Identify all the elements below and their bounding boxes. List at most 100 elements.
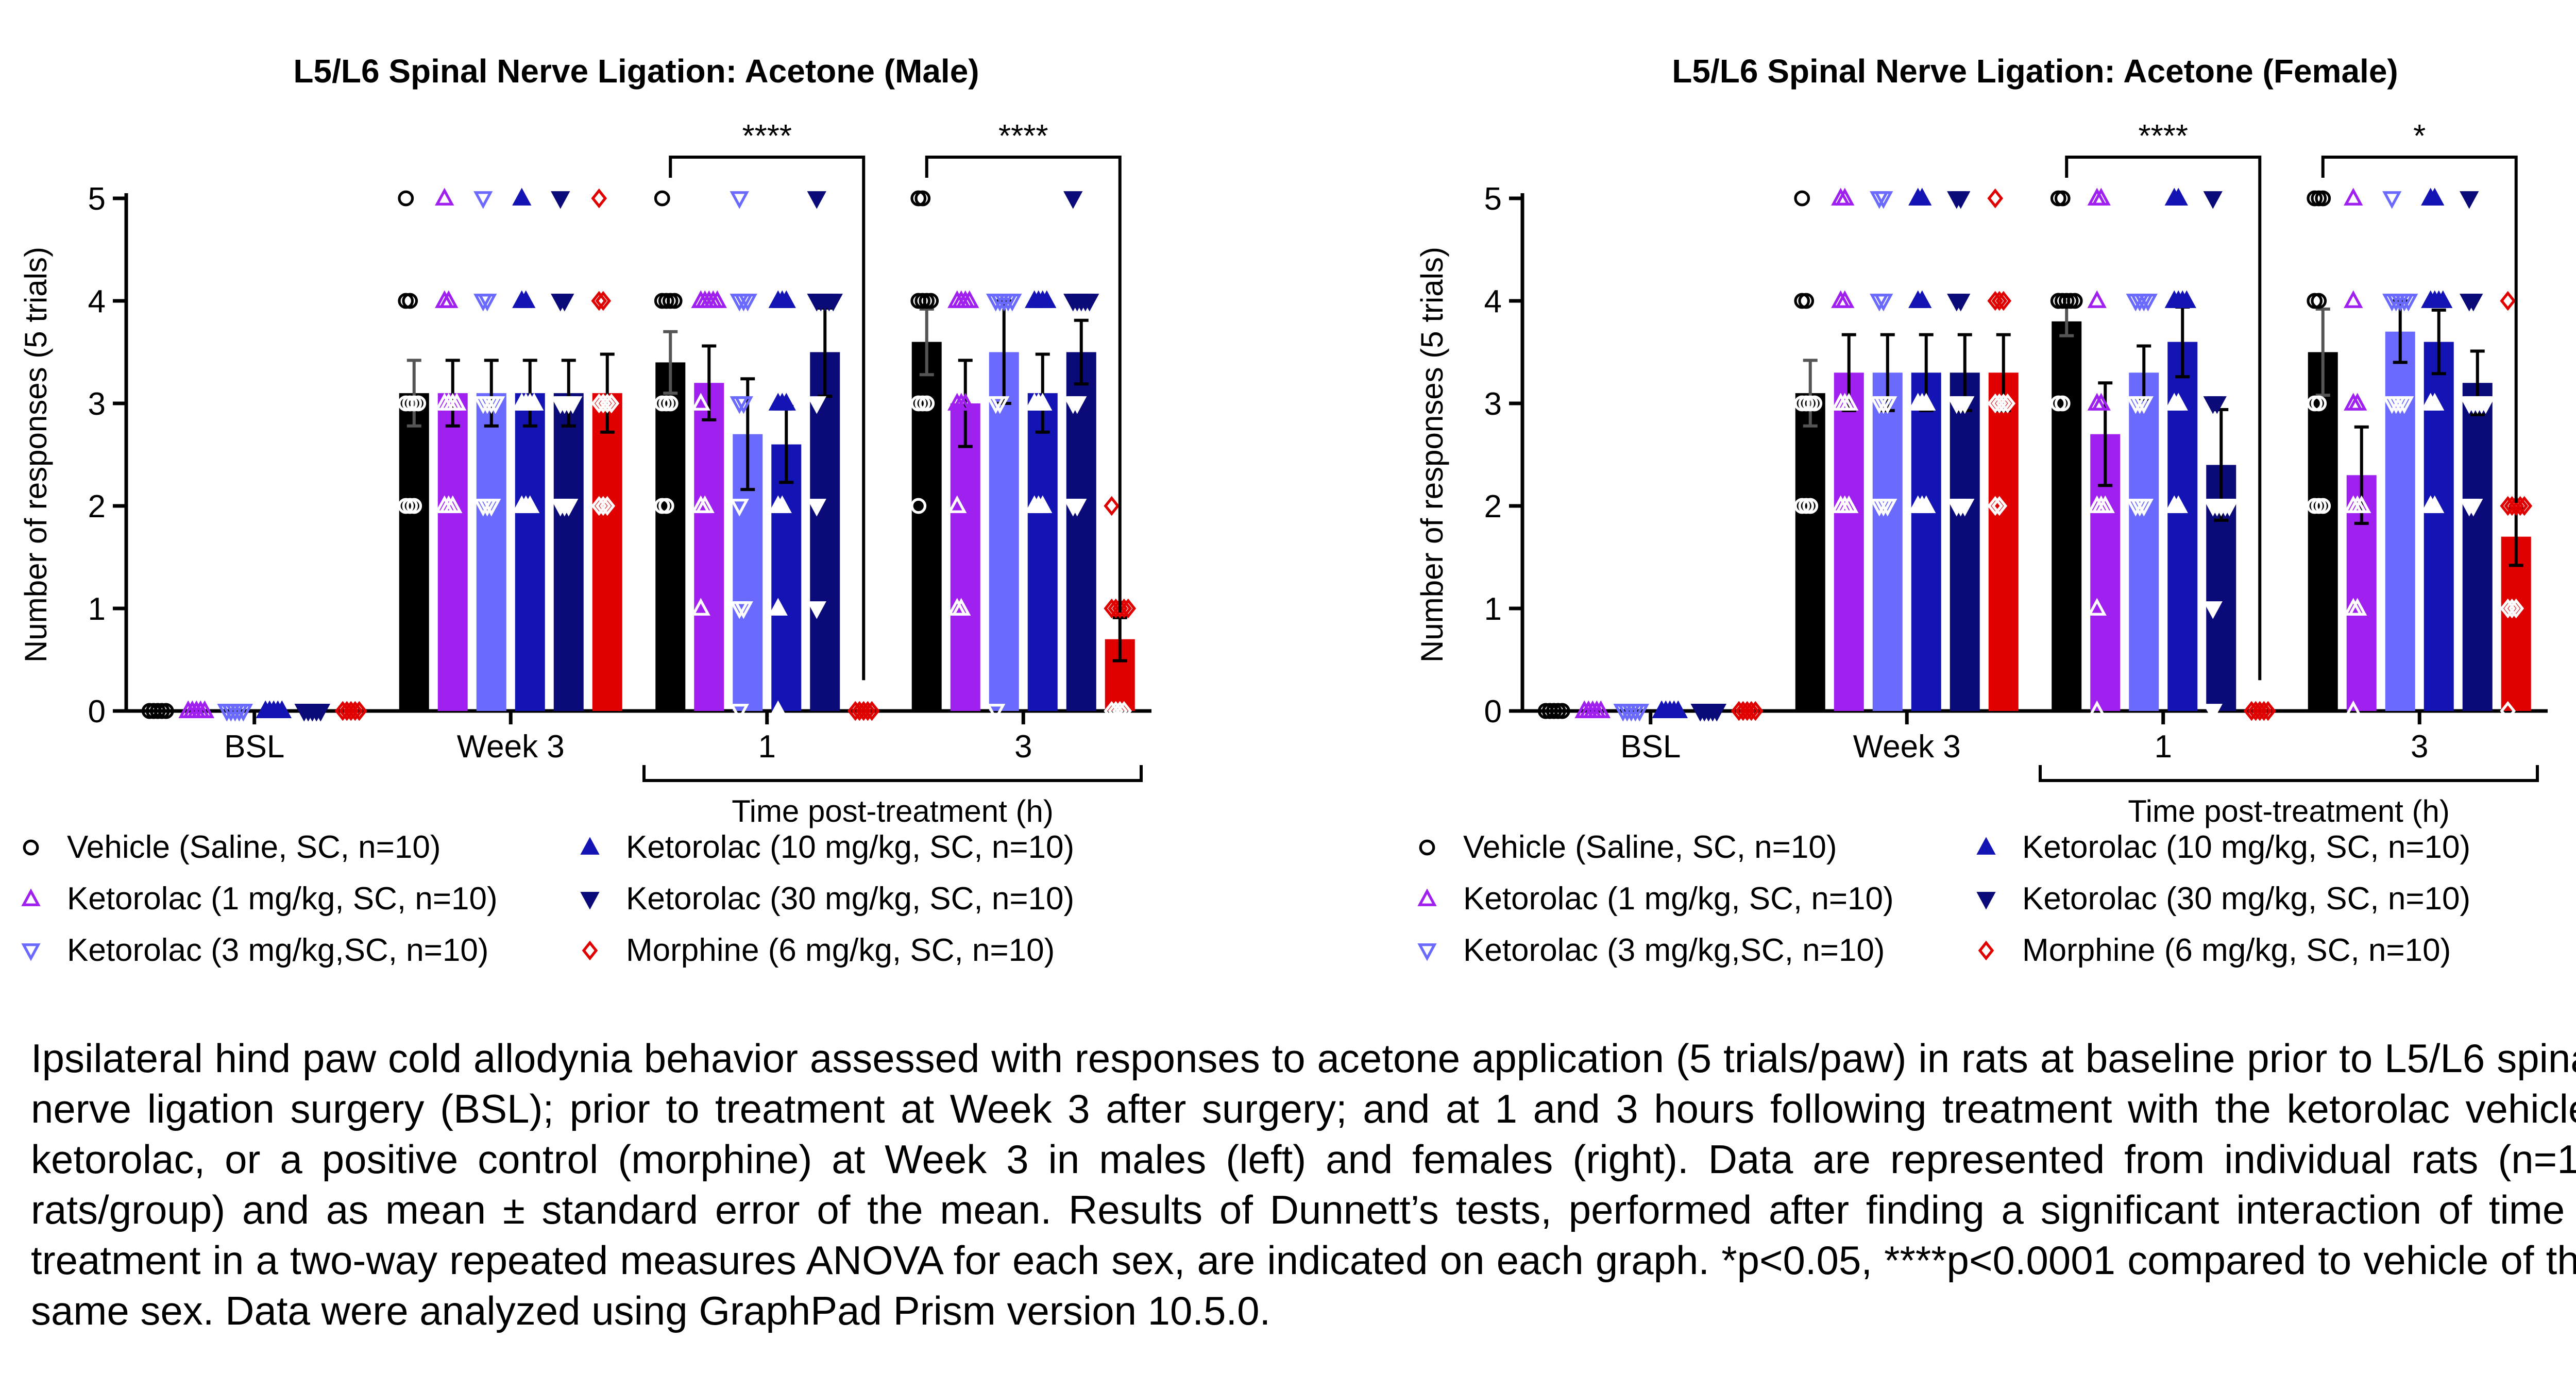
data-point	[2516, 496, 2533, 516]
data-point	[863, 701, 880, 721]
data-point	[555, 294, 574, 312]
data-point	[2087, 290, 2107, 308]
bar	[476, 393, 506, 711]
x-tick-label: 3	[2411, 729, 2428, 765]
data-point	[1554, 703, 1570, 719]
data-point	[398, 190, 414, 207]
data-point	[2344, 188, 2363, 206]
data-point	[1917, 393, 1936, 411]
data-point	[1835, 290, 1855, 308]
data-point	[768, 598, 788, 616]
y-tick-label: 4	[1484, 284, 1502, 319]
x-tick-label: Week 3	[457, 729, 565, 765]
y-tick-label: 1	[88, 591, 106, 627]
data-point	[524, 393, 544, 411]
data-point	[272, 700, 292, 718]
legend-entry: Vehicle (Saline, SC, n=10)	[1463, 829, 1837, 865]
legend-marker	[21, 943, 41, 961]
data-point	[486, 396, 505, 414]
data-point	[986, 704, 1006, 722]
x-tick-label: 1	[2155, 729, 2172, 765]
data-point	[482, 499, 501, 517]
data-point	[2219, 499, 2239, 517]
data-point	[707, 290, 727, 308]
data-point	[2344, 700, 2363, 718]
data-point	[1995, 393, 2012, 414]
data-point	[823, 294, 843, 312]
data-point	[768, 700, 788, 718]
legend-entry: Ketorolac (10 mg/kg, SC, n=10)	[2022, 829, 2470, 865]
data-point	[1080, 294, 1099, 312]
data-point	[1912, 290, 1932, 308]
data-point	[2168, 495, 2188, 513]
legend-marker	[23, 839, 39, 856]
y-tick-label: 0	[1484, 694, 1502, 730]
data-point	[1955, 499, 1975, 517]
data-point	[2399, 294, 2418, 312]
x-tick-label: BSL	[1620, 729, 1681, 765]
bar	[771, 444, 802, 711]
data-point	[859, 701, 876, 721]
data-point	[662, 395, 679, 412]
bar	[2462, 383, 2493, 711]
y-tick-label: 5	[1484, 181, 1502, 217]
data-point	[1835, 188, 1855, 206]
data-point	[919, 395, 935, 412]
data-point	[2091, 188, 2111, 206]
data-point	[990, 294, 1010, 312]
bar	[950, 403, 980, 711]
data-point	[1874, 294, 1893, 312]
data-point	[1917, 495, 1936, 513]
data-point	[2425, 495, 2445, 513]
data-point	[1951, 191, 1971, 209]
data-point	[2134, 499, 2154, 517]
data-point	[347, 701, 363, 721]
bar	[1027, 393, 1058, 711]
data-point	[1995, 291, 2012, 311]
legend-entry: Ketorolac (3 mg/kg,SC, n=10)	[67, 933, 488, 968]
data-point	[2091, 393, 2111, 411]
legend-marker	[1976, 892, 1996, 910]
legend-marker	[582, 940, 598, 961]
legend-marker	[1978, 940, 1994, 961]
data-point	[923, 293, 939, 309]
data-point	[1794, 190, 1810, 207]
data-point	[2464, 499, 2483, 517]
data-point	[447, 393, 467, 411]
data-point	[2500, 701, 2516, 721]
legend-entry: Vehicle (Saline, SC, n=10)	[67, 829, 440, 865]
data-point	[776, 290, 796, 308]
data-point	[807, 294, 826, 312]
data-point	[2315, 498, 2331, 514]
data-point	[595, 291, 612, 311]
data-point	[691, 598, 710, 616]
legend-marker	[580, 892, 600, 910]
data-point	[473, 191, 493, 209]
bar	[2129, 372, 2159, 711]
significance-label: ****	[742, 118, 792, 154]
data-point	[695, 495, 715, 513]
data-point	[2260, 701, 2276, 721]
y-tick-label: 2	[88, 489, 106, 524]
data-point	[2315, 190, 2331, 207]
legend-entry: Ketorolac (3 mg/kg,SC, n=10)	[1463, 933, 1885, 968]
data-point	[1063, 191, 1083, 209]
data-point	[2203, 191, 2223, 209]
legend-marker	[1419, 839, 1435, 856]
time-bracket	[642, 765, 1143, 782]
chart-title: L5/L6 Spinal Nerve Ligation: Acetone (Fe…	[1672, 53, 2398, 90]
data-point	[1120, 598, 1137, 619]
data-point	[406, 498, 422, 514]
figure-caption: Ipsilateral hind paw cold allodynia beha…	[31, 1036, 2576, 1333]
data-point	[1999, 393, 2016, 414]
x-tick-label: 1	[758, 729, 776, 765]
data-point	[158, 703, 174, 719]
data-point	[2500, 291, 2516, 311]
data-point	[2504, 598, 2520, 619]
data-point	[520, 495, 540, 513]
data-point	[2512, 496, 2529, 516]
data-point	[1067, 499, 1087, 517]
data-point	[1955, 396, 1975, 414]
legend-marker	[1417, 888, 1437, 906]
data-point	[947, 495, 967, 513]
